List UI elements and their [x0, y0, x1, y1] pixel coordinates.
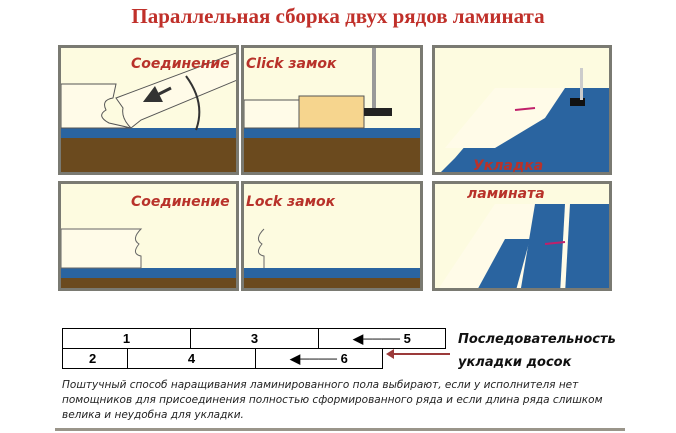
panel-label: Lock замок — [246, 194, 336, 210]
panel-label: Соединение — [131, 56, 230, 72]
laying-illustration-bottom — [439, 204, 609, 288]
sequence-label: укладки досок — [458, 355, 572, 370]
panel-laying-top: Укладка — [432, 45, 612, 175]
panel-laying-bottom: ламината — [432, 181, 612, 291]
panel-label: Укладка — [473, 158, 544, 174]
panel-click-joining: Соединение — [58, 45, 239, 175]
board-5: ◀──── 5 — [318, 328, 446, 349]
arrow-left-icon: ◀──── — [353, 331, 404, 346]
click-lock-illustration — [244, 48, 420, 172]
description-text: Поштучный способ наращивания ламинирован… — [62, 379, 603, 421]
panel-click-lock: Click замок — [241, 45, 423, 175]
arrow-left-icon: ◀──── — [290, 351, 341, 366]
board-2: 2 — [62, 348, 128, 369]
board-6-number: 6 — [340, 351, 348, 366]
board-3: 3 — [190, 328, 319, 349]
pointer-arrow-head — [386, 349, 394, 359]
sequence-label: Последовательность — [458, 332, 616, 347]
panel-lock-joining: Соединение — [58, 181, 239, 291]
lock-lock-illustration — [244, 228, 420, 288]
board-6: ◀──── 6 — [255, 348, 383, 369]
board-5-number: 5 — [403, 331, 411, 346]
panel-label: Click замок — [246, 56, 337, 72]
board-sequence-diagram: 1 3 ◀──── 5 2 4 ◀──── 6 — [62, 328, 446, 369]
board-4: 4 — [127, 348, 256, 369]
board-1: 1 — [62, 328, 191, 349]
lock-joining-illustration — [61, 228, 236, 288]
page-title: Параллельная сборка двух рядов ламината — [131, 4, 545, 28]
click-joining-illustration — [61, 52, 236, 172]
divider — [55, 428, 625, 431]
panel-label: Соединение — [131, 194, 230, 210]
pointer-arrow-icon — [388, 353, 450, 355]
laying-illustration-top — [435, 48, 609, 172]
panel-lock-lock: Lock замок — [241, 181, 423, 291]
panel-label: ламината — [467, 186, 545, 202]
